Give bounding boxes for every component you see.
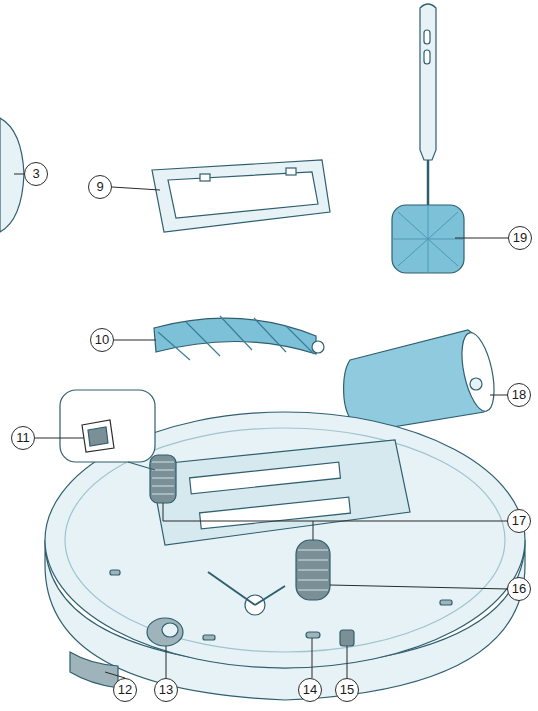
- callout-number: 18: [507, 383, 531, 407]
- brush-bay: [150, 440, 410, 545]
- callout-number: 13: [154, 678, 178, 702]
- callout-number: 9: [88, 175, 112, 199]
- brush-bristles: [392, 205, 464, 273]
- callout-number: 19: [508, 226, 532, 250]
- main-brush: [154, 318, 316, 354]
- sensor-window: [70, 652, 118, 688]
- leader-lines: [14, 174, 508, 678]
- callout-number: 16: [507, 577, 531, 601]
- callout-number: 10: [90, 328, 114, 352]
- callout-number: 15: [335, 678, 359, 702]
- brush-cover: [152, 160, 330, 232]
- part-3: [0, 118, 24, 232]
- caster: [147, 618, 183, 646]
- wheel: [296, 540, 330, 600]
- callout-number: 14: [298, 678, 322, 702]
- brush-handle: [420, 4, 436, 160]
- callout-number: 17: [507, 509, 531, 533]
- inset: [60, 390, 155, 462]
- callout-number: 3: [24, 162, 48, 186]
- callout-number: 12: [113, 678, 137, 702]
- wheel: [150, 455, 176, 503]
- callout-number: 11: [11, 426, 35, 450]
